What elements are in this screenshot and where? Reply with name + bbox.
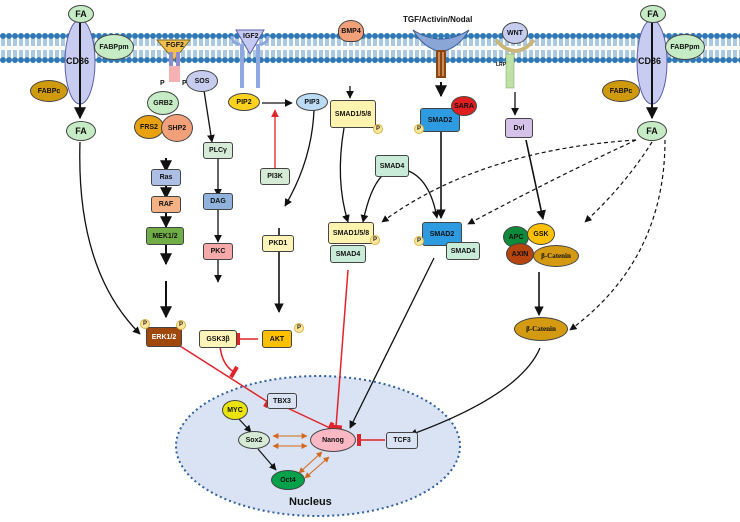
- cd36-label-left: CD36: [66, 56, 90, 66]
- nanog: Nanog: [310, 428, 356, 452]
- fa-top-left: FA: [68, 5, 94, 23]
- smad2-complex-p: P: [414, 236, 424, 246]
- nuclear-arrows: [237, 417, 277, 471]
- ras: Ras: [151, 169, 181, 186]
- smad4-cyto: SMAD4: [375, 155, 409, 177]
- tcf3: TCF3: [386, 432, 418, 449]
- fabpc-right: FABPc: [602, 80, 640, 102]
- raf: RAF: [151, 196, 181, 213]
- gsk: GSK: [527, 223, 555, 245]
- smad4-complex-left: SMAD4: [330, 245, 366, 263]
- pip3: PIP3: [296, 93, 328, 111]
- fgf-receptor: [155, 39, 192, 82]
- pkd1: PKD1: [262, 235, 294, 252]
- beta-catenin: β-Catenin: [514, 317, 568, 341]
- axin: AXIN: [506, 243, 534, 265]
- akt-p: P: [294, 323, 304, 333]
- activation-arrows: [74, 22, 658, 437]
- smad158-complex-p: P: [370, 235, 380, 245]
- erk1-2: ERK1/2: [146, 327, 182, 347]
- akt: AKT: [262, 330, 292, 348]
- fa-top-right: FA: [640, 5, 666, 23]
- wnt: WNT: [502, 22, 528, 44]
- cd36-label-right: CD36: [638, 56, 662, 66]
- tgf-label: TGF/Activin/Nodal: [403, 15, 473, 24]
- smad158-top: SMAD1/5/8: [330, 100, 376, 128]
- dvl: Dvl: [505, 118, 533, 138]
- fabppm-left: FABPpm: [94, 34, 134, 60]
- nucleus-label: Nucleus: [289, 496, 332, 508]
- fa-right: FA: [637, 121, 667, 141]
- tbx3: TBX3: [267, 393, 297, 409]
- feedback-arrows: [272, 433, 330, 479]
- oct4: Oct4: [271, 470, 305, 490]
- pip2: PIP2: [228, 93, 260, 111]
- fgfr-p-left: P: [160, 80, 165, 87]
- smad2-top-p: P: [414, 124, 424, 134]
- smad2-complex: SMAD2: [422, 222, 462, 246]
- beta-catenin-complex: β-Catenin: [533, 245, 579, 267]
- plc-gamma: PLCγ: [203, 142, 233, 159]
- sox2: Sox2: [238, 431, 270, 449]
- fgf2-label: FGF2: [166, 42, 184, 49]
- erk-p-right: P: [176, 320, 186, 330]
- igf2-receptor: [230, 29, 270, 88]
- gsk3b: GSK3β: [199, 330, 237, 348]
- pkc: PKC: [203, 243, 233, 260]
- frs2: FRS2: [134, 115, 164, 139]
- sos: SOS: [186, 70, 218, 92]
- smad4-complex-right: SMAD4: [446, 242, 480, 260]
- fabppm-right: FABPpm: [665, 34, 705, 60]
- lrp-label: LRP: [496, 62, 506, 68]
- tgf-receptor: [412, 29, 470, 78]
- wnt-receptor: [494, 38, 536, 89]
- dag: DAG: [203, 193, 233, 210]
- igf2-label: IGF2: [243, 33, 259, 40]
- sara: SARA: [451, 96, 477, 116]
- mek1-2: MEK1/2: [146, 227, 184, 245]
- pi3k: PI3K: [260, 168, 290, 185]
- myc: MYC: [222, 400, 248, 420]
- erk-p-left: P: [140, 319, 150, 329]
- bmp4: BMP4: [338, 20, 364, 42]
- fa-left: FA: [66, 121, 96, 141]
- smad158-top-p: P: [373, 124, 383, 134]
- fgfr-p-right: P: [182, 80, 187, 87]
- fabpc-left: FABPc: [30, 80, 68, 102]
- dashed-arrows: [381, 139, 666, 331]
- grb2: GRB2: [147, 91, 179, 115]
- smad158-complex: SMAD1/5/8: [328, 222, 374, 244]
- shp2: SHP2: [161, 114, 193, 142]
